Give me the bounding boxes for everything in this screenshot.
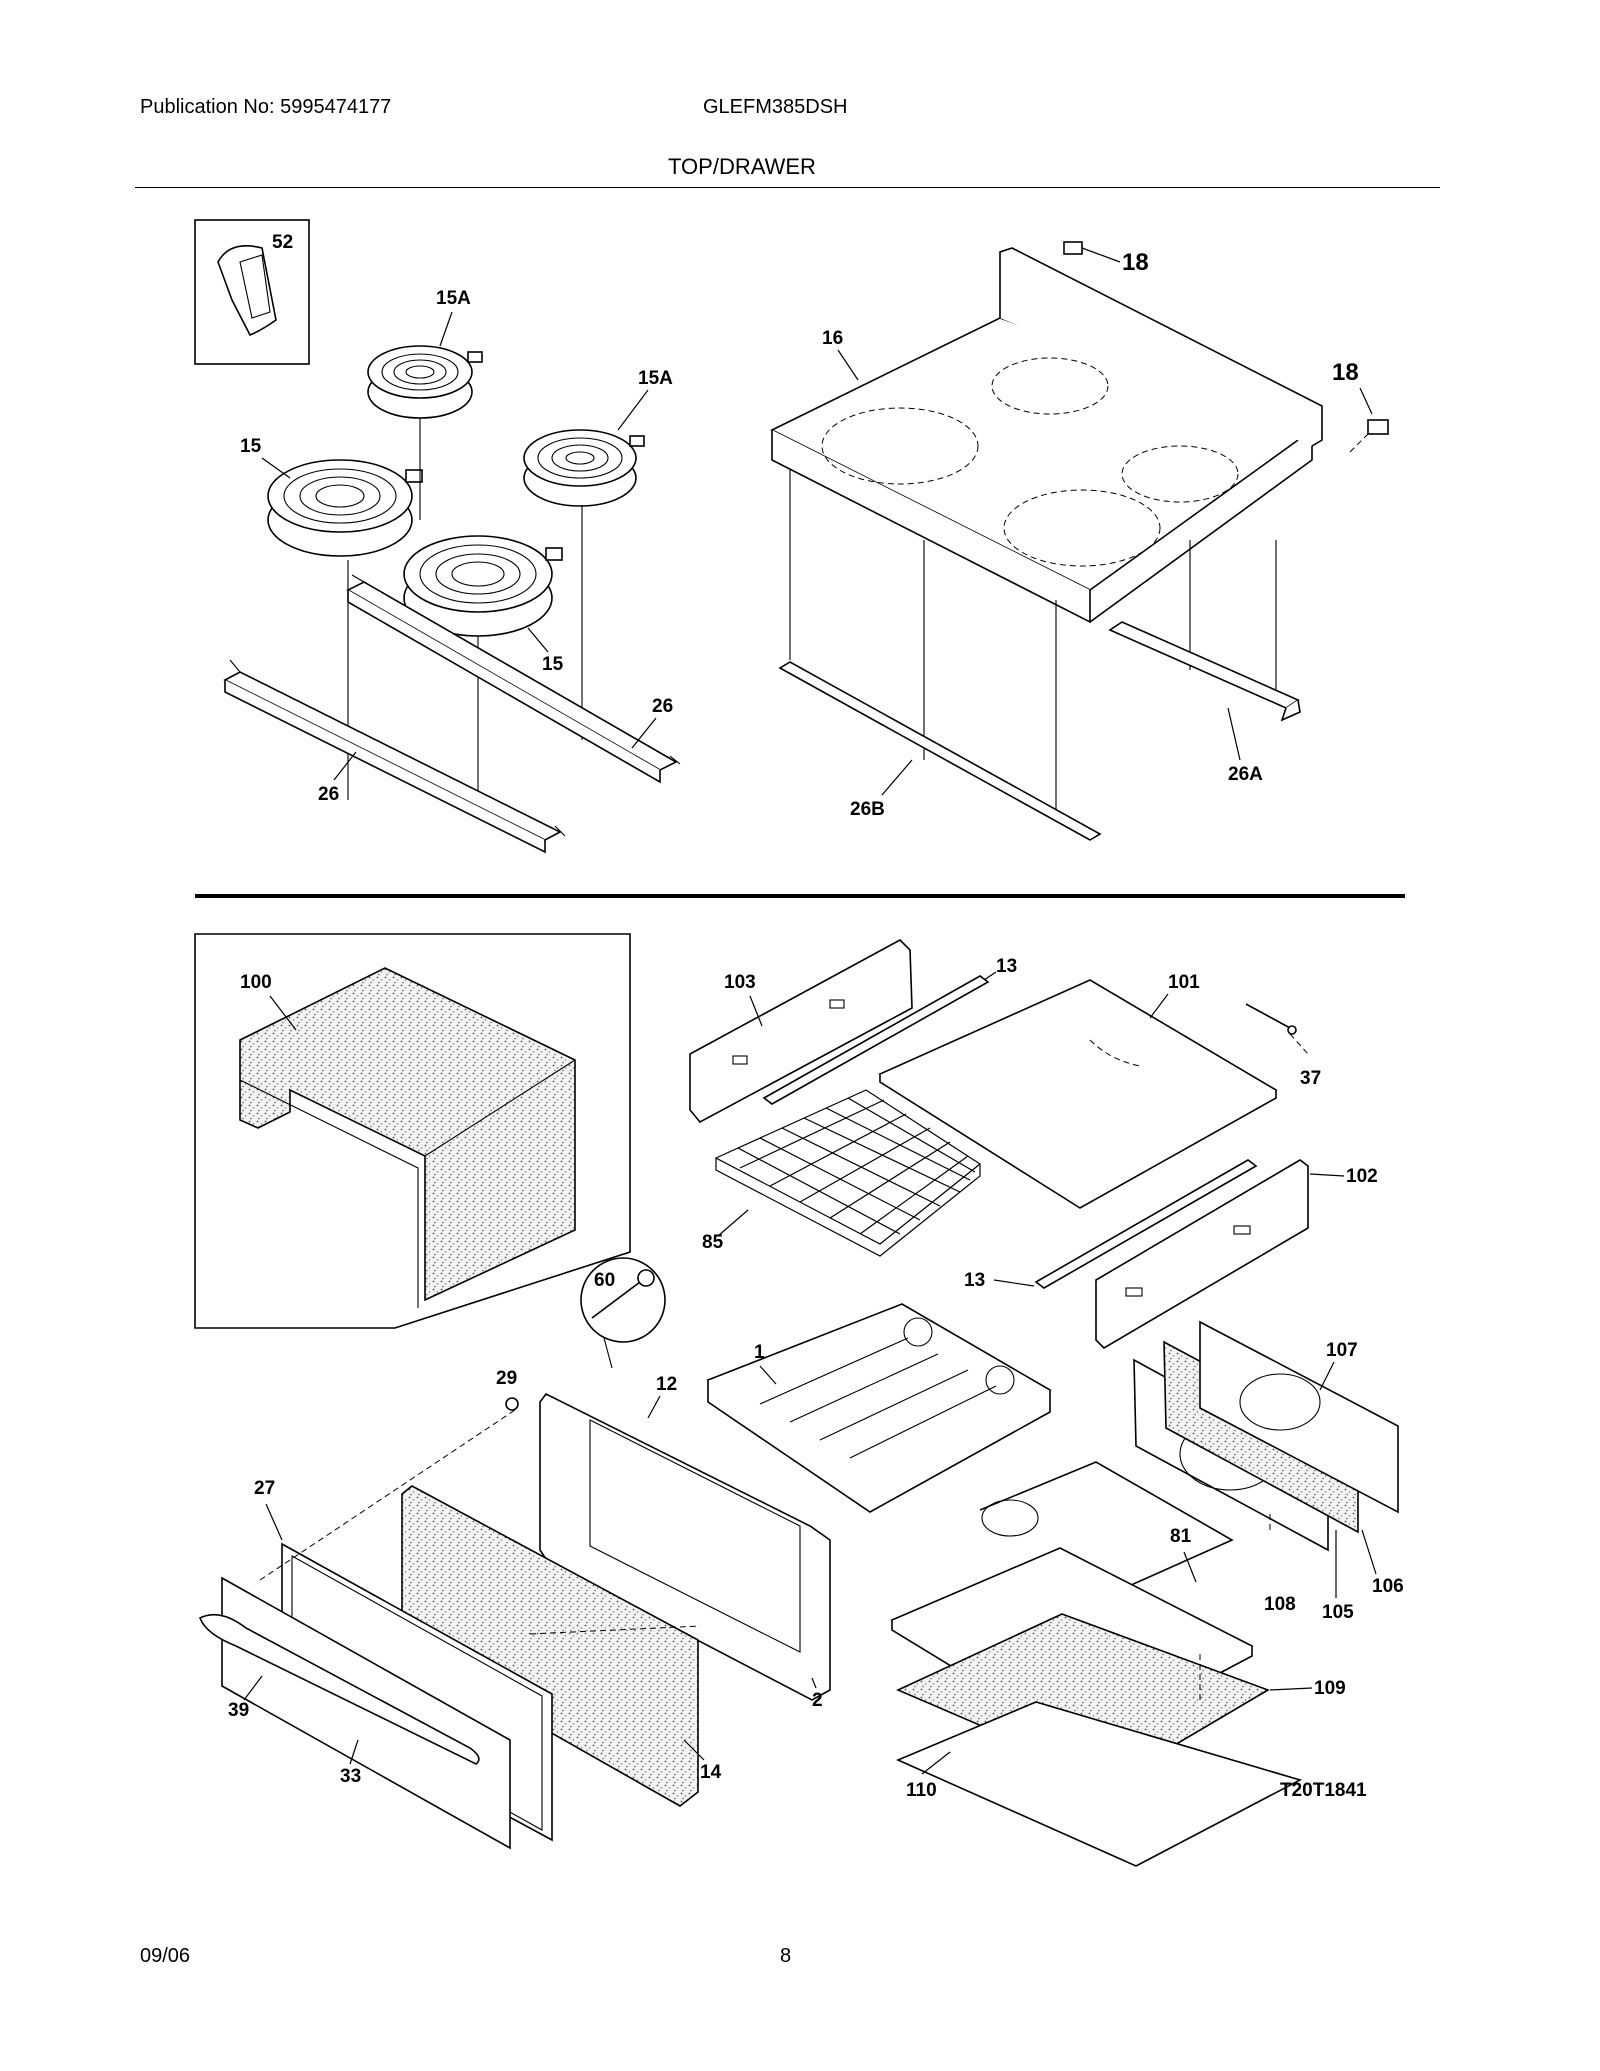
callout-13-upper: 13 — [996, 956, 1017, 977]
callout-26A: 26A — [1228, 764, 1263, 785]
callout-26-right: 26 — [652, 696, 673, 717]
sensor-37 — [1245, 1003, 1309, 1055]
callout-100: 100 — [240, 972, 272, 993]
callout-15-left: 15 — [240, 436, 262, 457]
callout-14: 14 — [700, 1762, 722, 1783]
burner-15-left — [267, 459, 423, 557]
screw-29-upper — [505, 1397, 519, 1411]
callout-106: 106 — [1372, 1576, 1404, 1597]
callout-101: 101 — [1168, 972, 1200, 993]
callout-107: 107 — [1326, 1340, 1358, 1361]
header-rule — [135, 187, 1440, 188]
panel-107 — [1199, 1320, 1399, 1514]
callout-26B: 26B — [850, 799, 885, 820]
bracket-26A — [1108, 621, 1301, 722]
strip-26B — [778, 661, 1102, 841]
page-number: 8 — [780, 1945, 792, 1967]
callout-103: 103 — [724, 972, 756, 993]
callout-108: 108 — [1264, 1594, 1296, 1615]
panel-101 — [878, 979, 1278, 1209]
clip-18-rear — [1063, 241, 1121, 263]
callout-1: 1 — [754, 1342, 765, 1363]
section-divider — [195, 894, 1405, 898]
rail-13-upper — [762, 975, 990, 1105]
burner-15-front — [403, 535, 563, 637]
bracket-26-right — [346, 574, 681, 784]
burner-15A-right — [523, 429, 645, 507]
panel-103 — [689, 939, 913, 1124]
door-outer-33 — [198, 1576, 511, 1850]
callout-26-left: 26 — [318, 784, 339, 805]
inset-box-52: 52 — [194, 219, 310, 365]
callout-15A-rear: 15A — [436, 288, 471, 309]
callout-81: 81 — [1170, 1526, 1192, 1547]
inset-circle-60 — [580, 1257, 666, 1369]
callout-18-rear: 18 — [1122, 249, 1149, 276]
callout-60: 60 — [594, 1270, 615, 1291]
rail-13-lower — [1034, 1159, 1258, 1289]
burner-15A-rear — [367, 345, 483, 419]
callout-13-lower: 13 — [964, 1270, 985, 1291]
oven-rack-85 — [714, 1089, 982, 1257]
callout-27: 27 — [254, 1478, 275, 1499]
panel-110 — [895, 1701, 1303, 1867]
callout-15-front: 15 — [542, 654, 564, 675]
drawer-frame-2 — [539, 1392, 831, 1701]
diagram-code: T20T1841 — [1280, 1780, 1367, 1801]
callout-33: 33 — [340, 1766, 361, 1787]
callout-37: 37 — [1300, 1068, 1321, 1089]
callout-39: 39 — [228, 1700, 249, 1721]
callout-12: 12 — [656, 1374, 677, 1395]
panel-102 — [1095, 1159, 1309, 1350]
callout-105: 105 — [1322, 1602, 1354, 1623]
callout-85: 85 — [702, 1232, 724, 1253]
publication-date: 09/06 — [140, 1945, 191, 1967]
clip-18-side — [1349, 419, 1389, 453]
callout-18-side: 18 — [1332, 359, 1359, 386]
callout-52: 52 — [272, 232, 293, 253]
callout-2: 2 — [812, 1690, 823, 1711]
cooktop-16 — [770, 247, 1323, 624]
section-title: TOP/DRAWER — [668, 154, 816, 179]
inset-box-100 — [194, 933, 631, 1329]
callout-15A-right: 15A — [638, 368, 673, 389]
model-number: GLEFM385DSH — [703, 96, 848, 118]
callout-29-upper: 29 — [496, 1368, 517, 1389]
publication-number: Publication No: 5995474177 — [140, 96, 392, 118]
callout-16: 16 — [822, 328, 843, 349]
callout-110: 110 — [906, 1780, 937, 1801]
bracket-26-left — [223, 659, 566, 854]
callout-109: 109 — [1314, 1678, 1346, 1699]
callout-102: 102 — [1346, 1166, 1378, 1187]
drawer-tray-1 — [706, 1303, 1052, 1513]
